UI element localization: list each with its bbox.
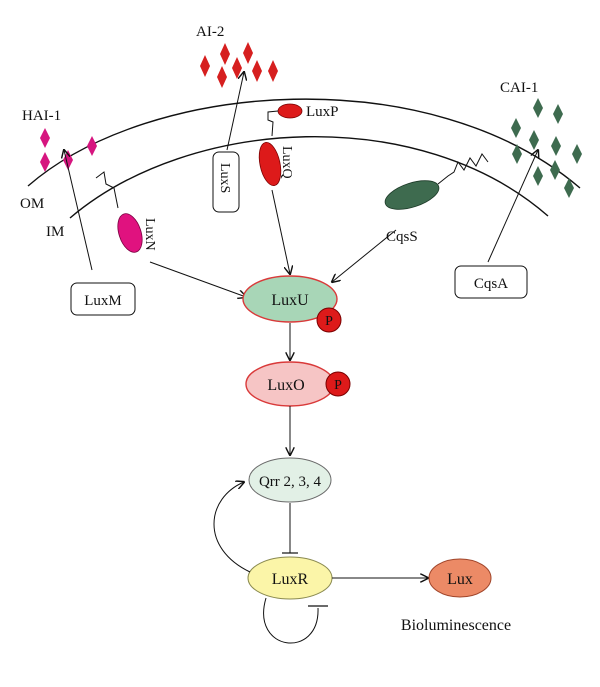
luxm-label: LuxM (84, 293, 122, 309)
luxu-label: LuxU (271, 292, 309, 309)
luxr-to-qrr-feedback-arrow (213, 482, 251, 573)
luxo-phospho-label: P (334, 378, 342, 393)
ai2-signals (200, 42, 278, 88)
luxr-label: LuxR (272, 571, 309, 588)
hai1-label: HAI-1 (22, 108, 61, 124)
cqss-receptor (384, 180, 440, 210)
qrr-label: Qrr 2, 3, 4 (259, 474, 322, 490)
im-label: IM (46, 224, 64, 240)
luxp-label: LuxP (306, 104, 339, 120)
luxq-linker (267, 110, 279, 137)
ai2-diamond (232, 57, 242, 79)
cqsa-box (454, 265, 528, 299)
ai2-diamond (217, 66, 227, 88)
luxn-label: LuxN (142, 218, 157, 251)
luxq-receptor (258, 141, 282, 187)
cqsa-to-cai1-arrow (487, 150, 538, 263)
om-label: OM (20, 196, 44, 212)
luxu-node (242, 275, 338, 323)
hai1-diamond (87, 136, 97, 156)
luxq-label: LuxQ (279, 146, 294, 179)
luxp-receptor (277, 103, 303, 119)
cqss-linker (437, 153, 489, 185)
luxo-phospho-badge (325, 371, 351, 397)
cai1-diamond (533, 98, 543, 118)
cqss-to-luxu-arrow (332, 229, 397, 282)
luxu-phospho-badge (316, 307, 342, 333)
luxq-to-luxu-arrow (271, 189, 290, 274)
cqss-label: CqsS (386, 229, 418, 245)
lux-label: Lux (447, 571, 473, 588)
cai1-signals (511, 98, 582, 198)
ai2-label: AI-2 (196, 24, 224, 40)
luxr-autorepression-loop (263, 597, 319, 644)
ai2-diamond (243, 42, 253, 64)
luxm-to-hai1-arrow (64, 150, 93, 271)
cqsa-label: CqsA (474, 276, 508, 292)
inner-membrane (69, 136, 549, 219)
cai1-diamond (551, 136, 561, 156)
luxm-box (70, 282, 136, 316)
cai1-diamond (553, 104, 563, 124)
cai1-diamond (533, 166, 543, 186)
cai1-diamond (564, 178, 574, 198)
cai1-diamond (550, 160, 560, 180)
luxo-label: LuxO (267, 377, 304, 394)
cai1-diamond (529, 130, 539, 150)
luxu-phospho-label: P (325, 314, 333, 329)
luxn-receptor (117, 213, 143, 253)
luxn-to-luxu-arrow (149, 261, 246, 297)
ai2-diamond (268, 60, 278, 82)
lux-node (428, 558, 492, 598)
hai1-diamond (40, 128, 50, 148)
hai1-diamond (40, 152, 50, 172)
hai1-signals (40, 128, 97, 172)
luxs-label: LuxS (217, 163, 232, 193)
luxs-to-ai2-arrow (226, 72, 244, 151)
outer-membrane (27, 98, 581, 189)
cai1-diamond (572, 144, 582, 164)
ai2-diamond (200, 55, 210, 77)
luxs-box (212, 151, 240, 213)
ai2-diamond (220, 43, 230, 65)
cai1-diamond (512, 144, 522, 164)
ai2-diamond (252, 60, 262, 82)
qrr-node (248, 457, 332, 503)
bioluminescence-label: Bioluminescence (401, 617, 511, 634)
cai1-diamond (511, 118, 521, 138)
luxn-linker (95, 171, 119, 209)
cai1-label: CAI-1 (500, 80, 538, 96)
